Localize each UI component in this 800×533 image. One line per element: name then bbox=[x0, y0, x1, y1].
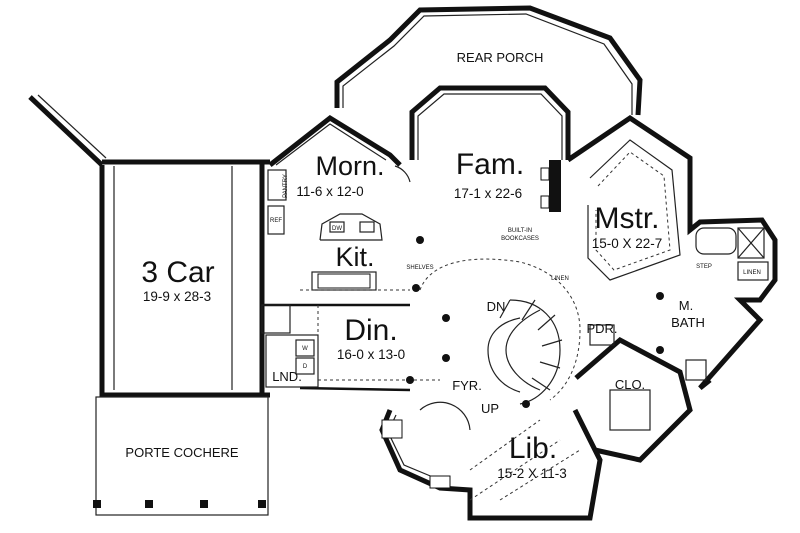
library-name: Lib. bbox=[509, 432, 557, 465]
family-room-name: Fam. bbox=[456, 148, 524, 181]
columns bbox=[406, 236, 664, 408]
master-bath-label-1: M. bbox=[679, 298, 693, 313]
stair-down-label: DN bbox=[487, 299, 506, 314]
garage-walls bbox=[28, 94, 270, 398]
family-room-walls bbox=[409, 85, 571, 212]
bookcases-label: BOOKCASES bbox=[501, 236, 539, 242]
linen-label-2: LINEN bbox=[743, 270, 761, 276]
pantry-label: PANTRY bbox=[283, 174, 289, 198]
master-bath-label-2: BATH bbox=[671, 315, 705, 330]
dining-walls bbox=[261, 304, 440, 392]
family-room-dimension: 17-1 x 22-6 bbox=[454, 186, 522, 201]
library-walls bbox=[379, 408, 603, 521]
foyer-label: FYR. bbox=[452, 378, 482, 393]
porte-cochere-label: PORTE COCHERE bbox=[125, 445, 238, 460]
morning-room-walls bbox=[268, 114, 411, 183]
porte-cochere bbox=[93, 396, 269, 516]
kitchen-name: Kit. bbox=[335, 242, 374, 272]
dryer-label: D bbox=[303, 364, 308, 370]
closet-label: CLO. bbox=[615, 377, 645, 392]
laundry-label: LND. bbox=[272, 369, 302, 384]
refrigerator-label: REF bbox=[270, 218, 282, 224]
dishwasher-label: DW bbox=[332, 226, 342, 232]
dining-room-dimension: 16-0 x 13-0 bbox=[337, 347, 405, 362]
garage-name: 3 Car bbox=[141, 256, 214, 289]
step-label: STEP bbox=[696, 264, 712, 270]
powder-label: PDR. bbox=[586, 321, 617, 336]
closet-walls bbox=[574, 324, 707, 463]
master-room-name: Mstr. bbox=[595, 202, 660, 235]
dining-room-name: Din. bbox=[344, 314, 397, 347]
stair-up-label: UP bbox=[481, 401, 499, 416]
library-dimension: 15-2 X 11-3 bbox=[497, 466, 567, 481]
master-room-dimension: 15-0 X 22-7 bbox=[592, 236, 663, 251]
rear-porch-label: REAR PORCH bbox=[457, 50, 544, 65]
linen-label: LINEN bbox=[551, 276, 569, 282]
foyer-stair bbox=[419, 258, 581, 431]
laundry-walls bbox=[265, 334, 319, 388]
shelves-label: SHELVES bbox=[406, 265, 433, 271]
garage-dimension: 19-9 x 28-3 bbox=[143, 289, 211, 304]
morning-room-name: Morn. bbox=[315, 151, 384, 181]
kitchen-walls bbox=[262, 169, 410, 307]
built-in-label: BUILT-IN bbox=[508, 228, 532, 234]
rear-porch bbox=[334, 5, 643, 116]
washer-label: W bbox=[302, 346, 308, 352]
morning-room-dimension: 11-6 x 12-0 bbox=[296, 184, 363, 199]
master-suite-walls bbox=[566, 114, 778, 390]
